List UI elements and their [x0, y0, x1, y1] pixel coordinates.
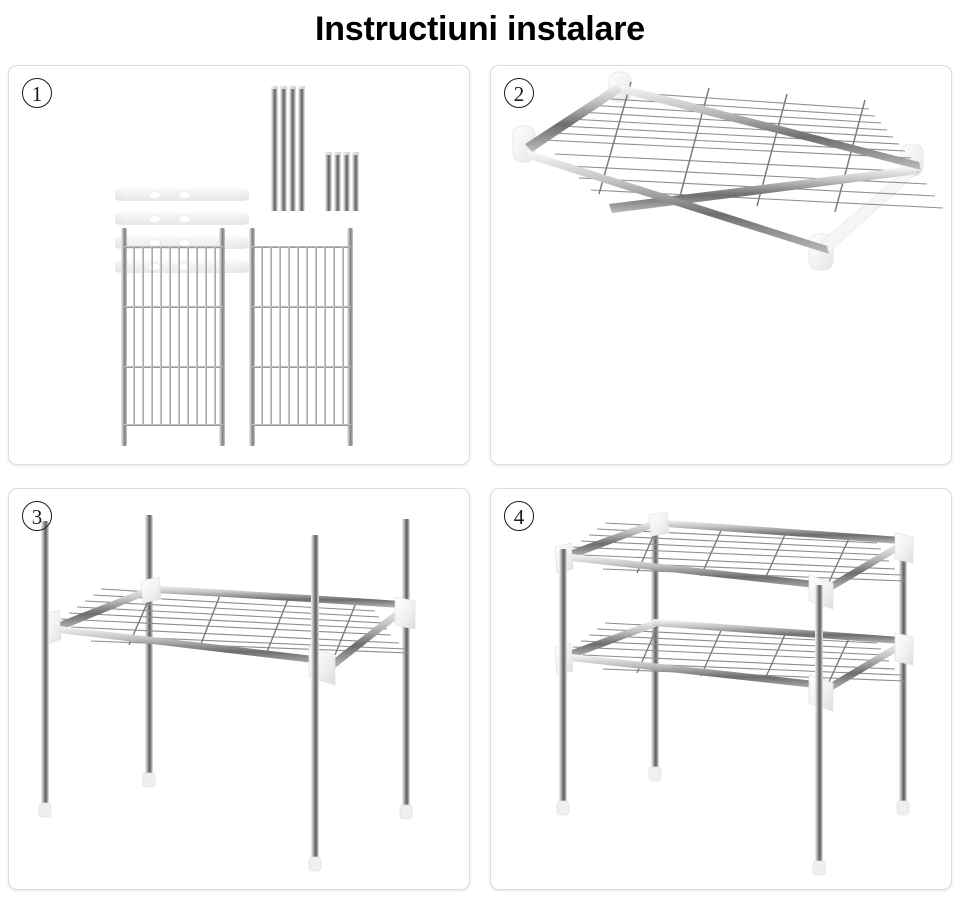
rack-complete-svg	[554, 511, 914, 876]
top-shelf	[554, 511, 914, 610]
leg-foot	[399, 804, 413, 820]
leg-foot	[142, 772, 156, 788]
shelf-rails	[525, 80, 921, 254]
wire-shelf-part	[121, 228, 225, 446]
long-tube-part	[289, 89, 296, 211]
step-panel-1: 1	[8, 65, 470, 465]
shelf-rails	[569, 619, 905, 691]
step-2-illustration	[491, 66, 951, 464]
rack-one-shelf-svg	[38, 515, 416, 872]
bottom-shelf	[554, 619, 914, 712]
leg-foot	[648, 766, 662, 782]
tube-cap	[352, 152, 359, 156]
leg-foot	[812, 860, 826, 876]
leg-foot	[896, 800, 910, 816]
leg-foot	[38, 802, 52, 818]
step-number-2: 2	[504, 78, 534, 108]
short-tube-part	[343, 155, 350, 211]
tube-cap	[325, 152, 332, 156]
long-tube-part	[280, 89, 287, 211]
short-tube-part	[352, 155, 359, 211]
step-3-illustration	[9, 489, 469, 889]
step-panel-2: 2	[490, 65, 952, 465]
step-1-illustration	[9, 66, 469, 464]
rack-legs-front	[556, 549, 826, 876]
bracket-part	[115, 188, 249, 201]
tube-cap	[280, 86, 287, 90]
shelf-rails	[57, 585, 407, 668]
steps-grid: 1	[8, 65, 952, 891]
step-number-4: 4	[504, 501, 534, 531]
rack-legs-back	[648, 533, 910, 816]
step-number-1: 1	[22, 78, 52, 108]
step-4-illustration	[491, 489, 951, 889]
tube-cap	[334, 152, 341, 156]
tube-cap	[289, 86, 296, 90]
step-panel-3: 3	[8, 488, 470, 890]
bracket-part	[115, 236, 249, 249]
tube-cap	[343, 152, 350, 156]
long-tube-part	[298, 89, 305, 211]
page-title: Instructiuni instalare	[314, 10, 645, 48]
rack-legs-back	[142, 515, 413, 820]
leg-foot	[308, 856, 322, 872]
tube-cap	[298, 86, 305, 90]
wire-shelf-part	[249, 228, 353, 446]
shelf-perspective-svg	[512, 71, 944, 271]
bracket-part	[115, 212, 249, 225]
tube-cap	[271, 86, 278, 90]
shelf-rails	[569, 519, 905, 591]
step-number-3: 3	[22, 501, 52, 531]
short-tube-part	[334, 155, 341, 211]
leg-foot	[556, 800, 570, 816]
long-tube-part	[271, 89, 278, 211]
step-panel-4: 4	[490, 488, 952, 890]
short-tube-part	[325, 155, 332, 211]
rack-legs-front	[38, 521, 322, 872]
